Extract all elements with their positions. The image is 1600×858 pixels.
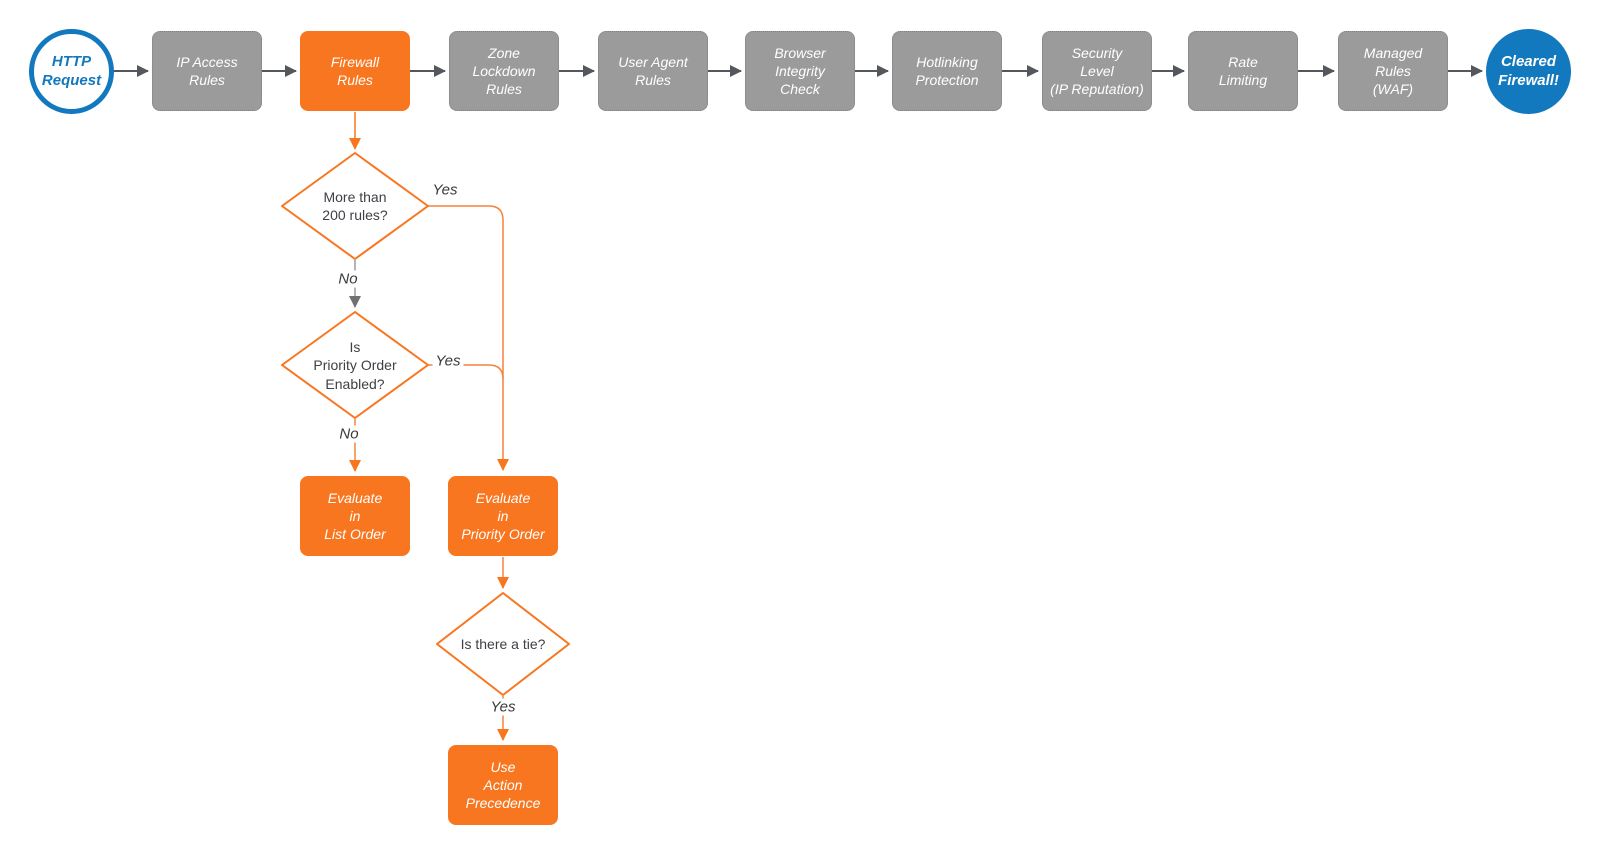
decision-tie-shape bbox=[436, 592, 570, 696]
node-evaluate-priority-order-label: Evaluate in Priority Order bbox=[461, 489, 545, 543]
edge-label-priority-enabled-yes: Yes bbox=[432, 352, 464, 370]
node-browser-integrity-check: Browser Integrity Check bbox=[745, 31, 855, 111]
node-http-request-label: HTTP Request bbox=[41, 52, 102, 89]
node-cleared-firewall: Cleared Firewall! bbox=[1486, 29, 1571, 114]
node-zone-lockdown-rules-label: Zone Lockdown Rules bbox=[472, 44, 536, 98]
node-security-level-label: Security Level (IP Reputation) bbox=[1050, 44, 1144, 98]
edge-label-tie-yes: Yes bbox=[487, 698, 519, 716]
node-use-action-precedence: Use Action Precedence bbox=[448, 745, 558, 825]
node-user-agent-rules-label: User Agent Rules bbox=[618, 53, 688, 88]
node-managed-rules-waf-label: Managed Rules (WAF) bbox=[1363, 44, 1423, 98]
node-user-agent-rules: User Agent Rules bbox=[598, 31, 708, 111]
decision-rules-count-label: More than 200 rules? bbox=[322, 189, 388, 224]
node-managed-rules-waf: Managed Rules (WAF) bbox=[1338, 31, 1448, 111]
node-rate-limiting: Rate Limiting bbox=[1188, 31, 1298, 111]
node-security-level: Security Level (IP Reputation) bbox=[1042, 31, 1152, 111]
node-hotlinking-protection-label: Hotlinking Protection bbox=[915, 53, 979, 88]
decision-priority-enabled-label: Is Priority Order Enabled? bbox=[313, 339, 397, 392]
node-evaluate-list-order-label: Evaluate in List Order bbox=[324, 489, 386, 543]
node-cleared-firewall-label: Cleared Firewall! bbox=[1498, 52, 1559, 89]
node-evaluate-priority-order: Evaluate in Priority Order bbox=[448, 476, 558, 556]
node-firewall-rules: Firewall Rules bbox=[300, 31, 410, 111]
node-ip-access-rules: IP Access Rules bbox=[152, 31, 262, 111]
node-firewall-rules-label: Firewall Rules bbox=[330, 53, 380, 88]
edge-priority-enabled-yes bbox=[428, 364, 504, 380]
edge-rules-count-yes bbox=[428, 205, 509, 471]
node-ip-access-rules-label: IP Access Rules bbox=[176, 53, 238, 88]
decision-rules-count-shape bbox=[281, 152, 429, 260]
decision-tie-label: Is there a tie? bbox=[460, 636, 546, 652]
node-browser-integrity-check-label: Browser Integrity Check bbox=[774, 44, 826, 98]
edge-label-rules-count-yes: Yes bbox=[429, 181, 461, 199]
edge-label-priority-enabled-no: No bbox=[336, 425, 362, 443]
node-zone-lockdown-rules: Zone Lockdown Rules bbox=[449, 31, 559, 111]
node-evaluate-list-order: Evaluate in List Order bbox=[300, 476, 410, 556]
node-hotlinking-protection: Hotlinking Protection bbox=[892, 31, 1002, 111]
node-http-request: HTTP Request bbox=[29, 29, 114, 114]
node-rate-limiting-label: Rate Limiting bbox=[1218, 53, 1268, 88]
decision-priority-enabled-shape bbox=[281, 311, 429, 419]
edge-label-rules-count-no: No bbox=[335, 270, 361, 288]
node-use-action-precedence-label: Use Action Precedence bbox=[465, 758, 541, 812]
